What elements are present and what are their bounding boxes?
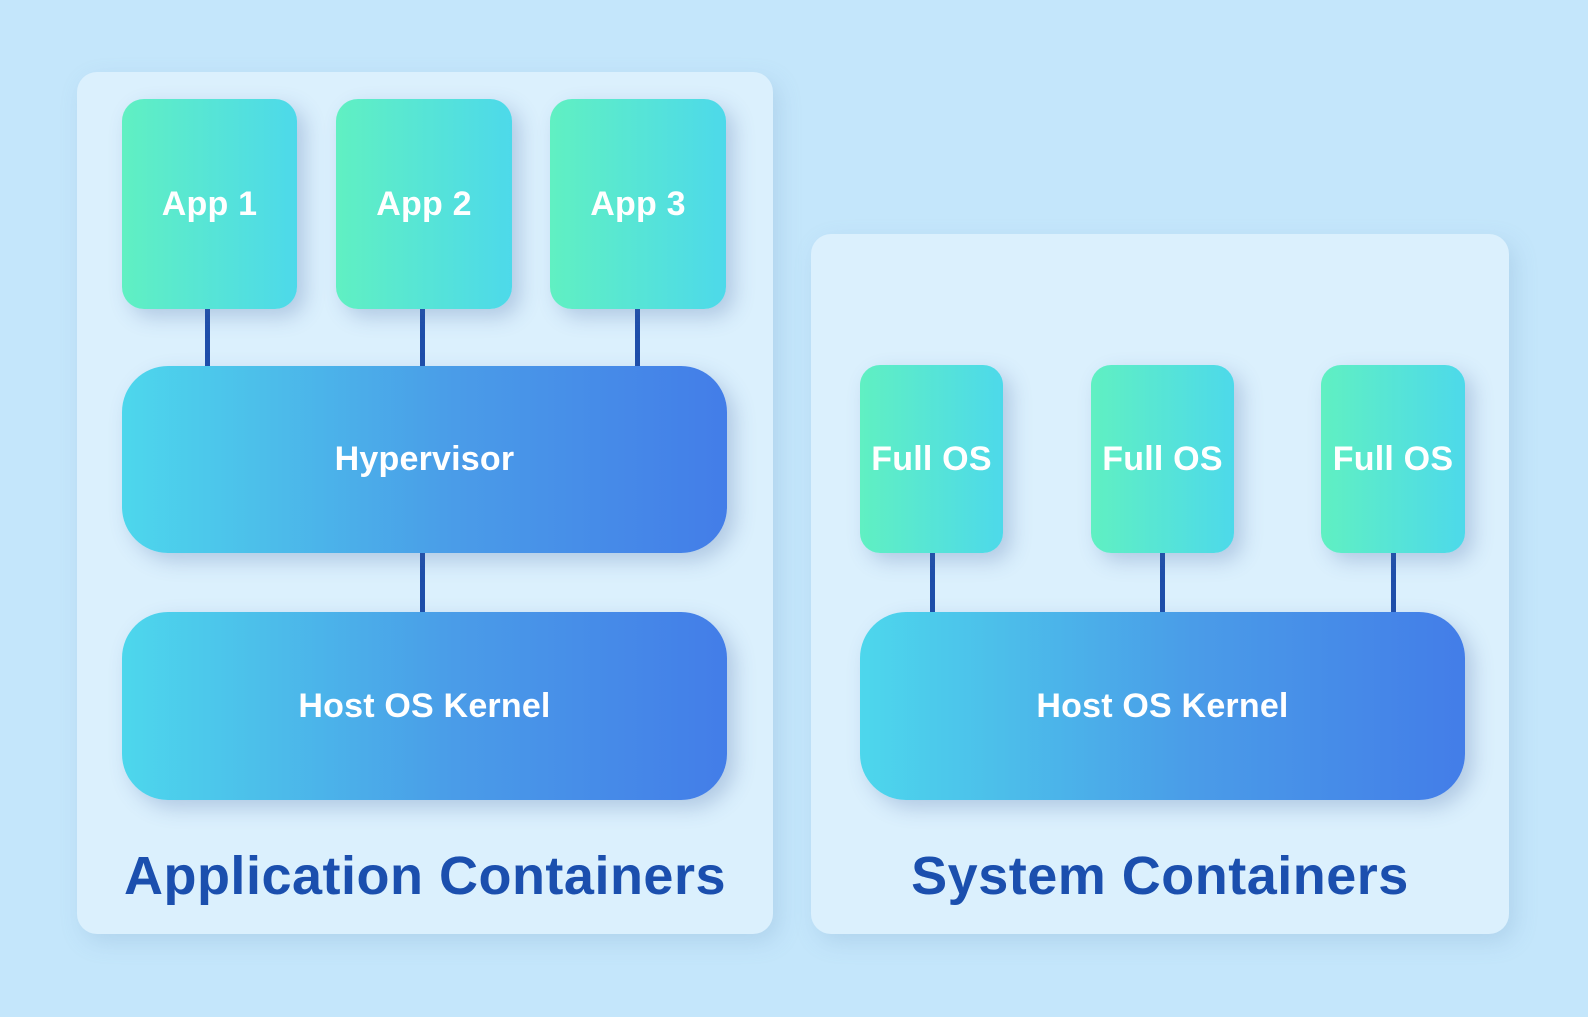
app-label: App 3: [590, 184, 686, 223]
full-os-label: Full OS: [871, 439, 992, 478]
host-os-kernel-box-left: Host OS Kernel: [122, 612, 727, 800]
connector-os3-kernel: [1391, 550, 1396, 616]
connector-hypervisor-kernel: [420, 550, 425, 616]
app-box-3: App 3: [550, 99, 726, 309]
full-os-box-2: Full OS: [1091, 365, 1234, 553]
full-os-label: Full OS: [1102, 439, 1223, 478]
full-os-box-3: Full OS: [1321, 365, 1465, 553]
system-containers-title: System Containers: [911, 846, 1409, 906]
full-os-box-1: Full OS: [860, 365, 1003, 553]
connector-os2-kernel: [1160, 550, 1165, 616]
kernel-label: Host OS Kernel: [1036, 686, 1289, 725]
app-box-2: App 2: [336, 99, 512, 309]
app-label: App 2: [376, 184, 472, 223]
kernel-label: Host OS Kernel: [298, 686, 551, 725]
hypervisor-label: Hypervisor: [334, 440, 515, 478]
connector-app1-hypervisor: [205, 305, 210, 369]
connector-app2-hypervisor: [420, 305, 425, 369]
connector-os1-kernel: [930, 550, 935, 616]
application-containers-title: Application Containers: [123, 846, 727, 906]
host-os-kernel-box-right: Host OS Kernel: [860, 612, 1465, 800]
hypervisor-box: Hypervisor: [122, 366, 727, 553]
connector-app3-hypervisor: [635, 305, 640, 369]
app-label: App 1: [161, 184, 258, 223]
app-box-1: App 1: [122, 99, 297, 309]
full-os-label: Full OS: [1332, 439, 1454, 478]
